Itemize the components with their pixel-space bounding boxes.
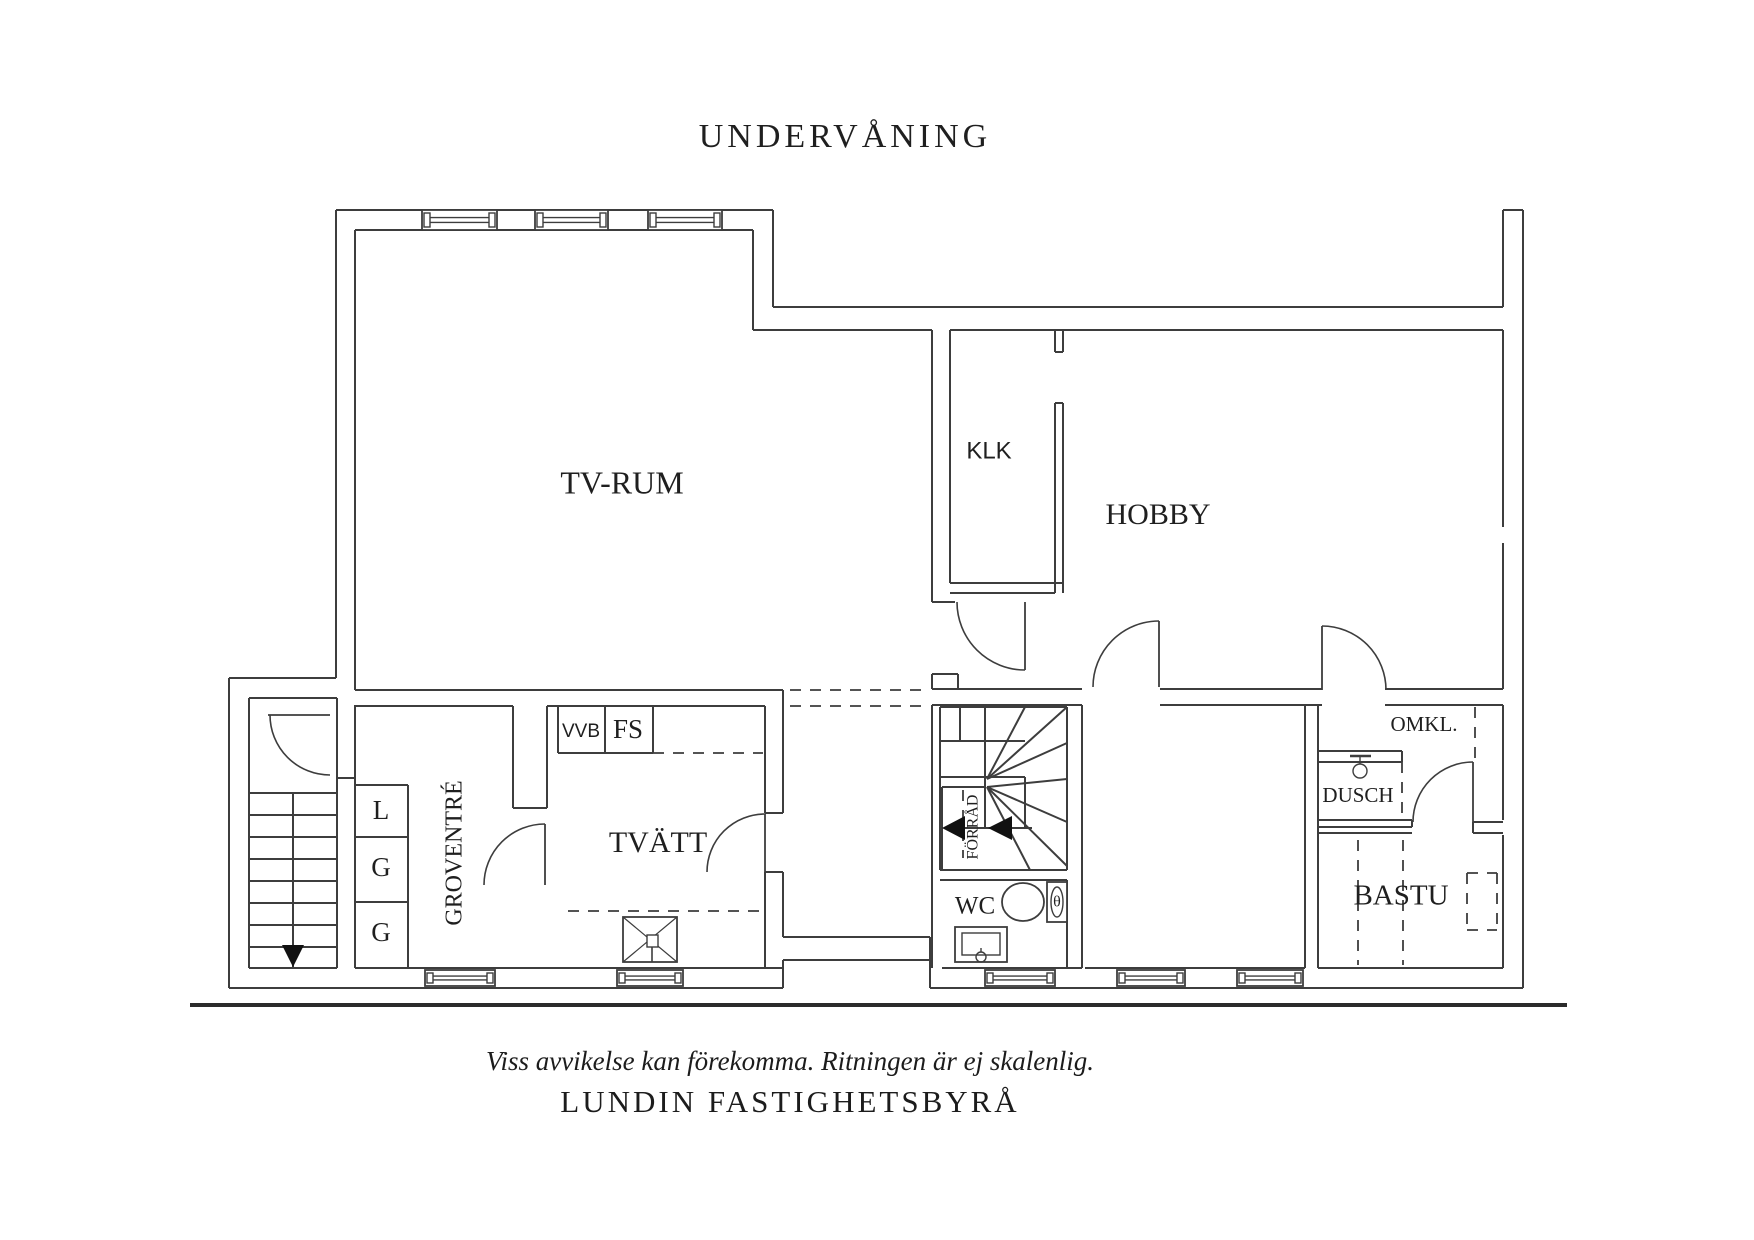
room-label-closet-g1: G [371, 852, 391, 882]
window-icon-bar [599, 212, 607, 228]
stair-arrow-icon [942, 816, 965, 840]
door-omkl-bastu-arc [1412, 761, 1474, 823]
page-title: UNDERVÅNING [698, 118, 992, 155]
floor-drain-icon [646, 934, 659, 948]
window-icon-bar [486, 972, 494, 984]
door-tvrum-hall-arc [956, 601, 1026, 671]
window-icon [647, 209, 723, 231]
window-icon [421, 209, 498, 231]
room-label-groventre: GROVENTRÉ [442, 780, 468, 925]
room-label-dusch: DUSCH [1322, 783, 1393, 807]
window-icon-bar [713, 212, 721, 228]
wall-line [986, 778, 1068, 788]
room-label-klk: KLK [966, 437, 1011, 464]
room-label-forrad: FÖRRÅD [964, 795, 982, 860]
door-tvatt-corridor-arc [706, 813, 766, 873]
toilet-flush-icon [1050, 886, 1064, 918]
window-icon-bar [986, 972, 994, 984]
window-icon-bar [1046, 972, 1054, 984]
window-icon-bar [1294, 972, 1302, 984]
door-groventre-tvatt-arc [483, 823, 546, 886]
window-icon [1236, 969, 1304, 987]
window-icon-bar [1176, 972, 1184, 984]
room-label-vvb: VVB [562, 721, 600, 742]
room-label-wc: WC [955, 893, 995, 920]
sink-icon [954, 926, 1008, 963]
room-label-tvatt: TVÄTT [609, 826, 707, 859]
window-icon [1116, 969, 1186, 987]
room-label-closet-g2: G [371, 917, 391, 947]
window-icon-bar [488, 212, 496, 228]
room-label-closet-l: L [373, 795, 390, 825]
window-icon [424, 969, 496, 987]
brand-name: LUNDIN FASTIGHETSBYRÅ [560, 1084, 1020, 1119]
window-icon [984, 969, 1056, 987]
wall-line [986, 706, 1026, 780]
disclaimer-text: Viss avvikelse kan förekomma. Ritningen … [485, 1046, 1095, 1076]
wall-line [986, 786, 1068, 823]
stair-arrow-icon [282, 945, 304, 967]
door-stair-top-arc [269, 714, 331, 776]
window-icon-bar [618, 972, 626, 984]
window-icon-bar [1118, 972, 1126, 984]
window-icon-bar [423, 212, 431, 228]
room-label-tv-rum: TV-RUM [560, 464, 683, 500]
window-icon [616, 969, 684, 987]
window-icon-bar [426, 972, 434, 984]
ground-line [190, 1003, 1567, 1007]
room-label-bastu: BASTU [1353, 880, 1448, 912]
room-label-fs: FS [613, 714, 643, 744]
wall-line [986, 742, 1068, 780]
toilet-bowl-icon [1001, 882, 1045, 922]
stair-arrow-icon [988, 816, 1012, 840]
window-icon-bar [649, 212, 657, 228]
window-icon-bar [536, 212, 544, 228]
window-icon-bar [1238, 972, 1246, 984]
window-icon [534, 209, 609, 231]
window-icon-bar [674, 972, 682, 984]
wall-line [986, 786, 1068, 867]
door-hobby-omkl-arc [1321, 625, 1387, 691]
door-hall-room-arc [1092, 620, 1160, 688]
shower-head-icon [1352, 763, 1368, 779]
wall-line [986, 706, 1068, 780]
room-label-toilet-glyph: θ [1053, 894, 1061, 911]
room-label-omkl: OMKL. [1390, 712, 1457, 736]
sink-basin-icon [961, 932, 1001, 956]
room-label-hobby: HOBBY [1105, 498, 1210, 531]
